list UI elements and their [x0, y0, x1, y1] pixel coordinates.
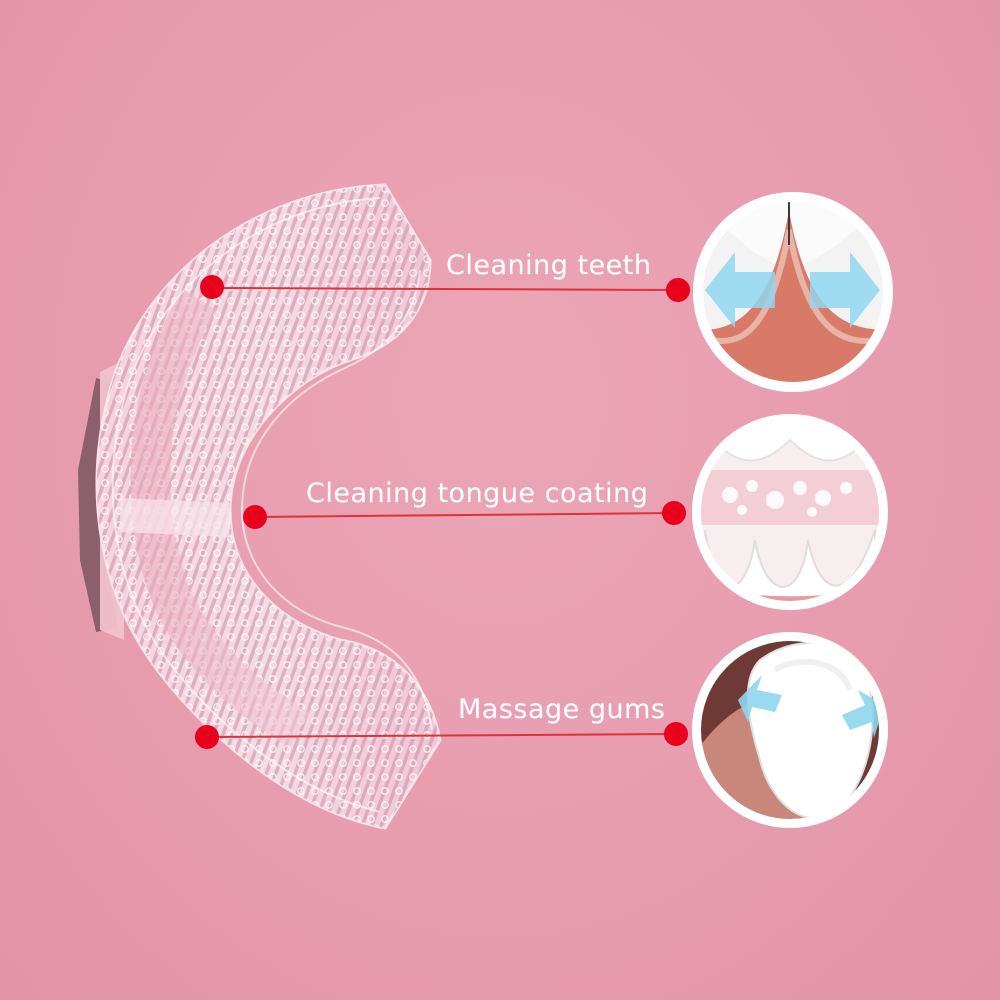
- feature-label-cleaning-teeth: Cleaning teeth: [446, 250, 652, 281]
- feature-label-massage-gums: Massage gums: [458, 694, 666, 725]
- feature-label-cleaning-tongue-coating: Cleaning tongue coating: [306, 478, 649, 509]
